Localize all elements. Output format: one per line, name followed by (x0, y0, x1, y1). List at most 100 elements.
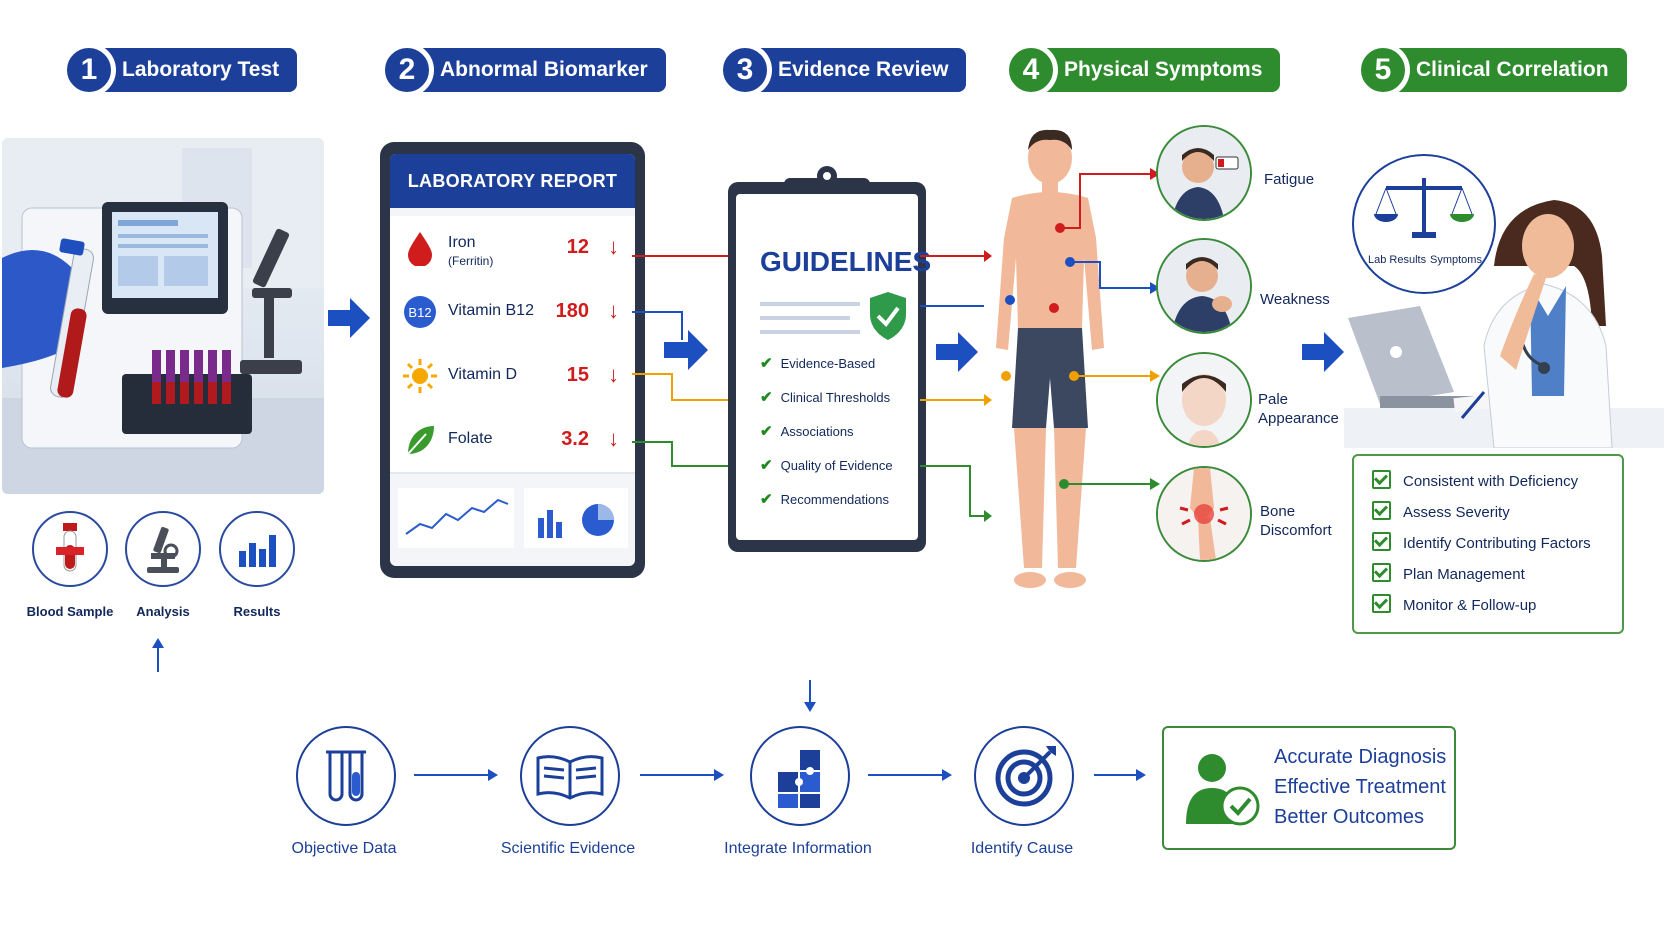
balance-scale-icon (1374, 178, 1474, 238)
biomarker-value: 180 (555, 300, 589, 322)
clinical-check-item: Assess Severity (1372, 501, 1510, 521)
report-row-iron: Iron (Ferritin) 12 ↓ (390, 216, 635, 282)
guideline-item: ✔Associations (760, 423, 854, 440)
down-arrow-icon: ↓ (608, 426, 619, 451)
caption-results: Results (233, 604, 281, 619)
biomarker-value: 12 (566, 236, 589, 258)
down-arrow-icon: ↓ (608, 234, 619, 259)
thought-bubble: Lab Results Symptoms (1352, 154, 1496, 294)
step-3-header: 3 Evidence Review (720, 45, 967, 95)
biomarker-sub: (Ferritin) (448, 254, 494, 268)
bone-joint-icon (1156, 466, 1252, 562)
b12-icon: B12 (404, 296, 436, 328)
flow-arrow-icon (328, 298, 370, 338)
human-body-illustration (996, 129, 1104, 588)
step-number: 1 (64, 45, 114, 95)
flow-arrow-icon (664, 330, 708, 370)
step-1-header: 1 Laboratory Test (64, 45, 298, 95)
outcome-line: Better Outcomes (1274, 806, 1425, 828)
step-number: 5 (1358, 45, 1408, 95)
report-row-b12: B12 Vitamin B12 180 ↓ (390, 280, 635, 346)
leaf-icon (407, 426, 434, 455)
step-label: Clinical Correlation (1388, 48, 1627, 92)
step-label: Physical Symptoms (1036, 48, 1281, 92)
puzzle-pieces-icon (750, 726, 850, 826)
guidelines-title: GUIDELINES (760, 246, 932, 277)
guideline-connector-lines (920, 250, 992, 522)
open-book-icon (520, 726, 620, 826)
checkbox-icon (1372, 470, 1391, 489)
symptom-connector-lines (1064, 168, 1160, 490)
symptom-label-bone-discomfort: Bone Discomfort (1260, 503, 1332, 539)
flow-arrow-icon (1302, 332, 1344, 372)
flow-arrow-icon (936, 332, 978, 372)
pie-chart-icon (524, 488, 628, 548)
checkbox-icon (1372, 501, 1391, 520)
biomarker-connector-lines (632, 255, 736, 467)
biomarker-name: Vitamin B12 (448, 302, 534, 319)
guidelines-clipboard: GUIDELINES ✔Evidence-Based ✔Clinical Thr… (728, 166, 931, 552)
symptom-label-fatigue: Fatigue (1264, 171, 1315, 188)
guideline-item: ✔Clinical Thresholds (760, 389, 891, 406)
flow-label-integrate-information: Integrate Information (724, 840, 872, 857)
guideline-item: ✔Evidence-Based (760, 355, 876, 372)
step-4-header: 4 Physical Symptoms (1006, 45, 1281, 95)
flow-arrow-icon (414, 769, 498, 781)
report-row-folate: Folate 3.2 ↓ (390, 408, 635, 474)
caption-analysis: Analysis (136, 604, 190, 619)
biomarker-name: Iron (448, 234, 476, 251)
report-title: LABORATORY REPORT (390, 154, 635, 208)
down-arrow-icon: ↓ (608, 362, 619, 387)
symptom-label-weakness: Weakness (1260, 291, 1330, 308)
checkbox-icon (1372, 594, 1391, 613)
microscope-icon (125, 511, 201, 587)
step-label: Laboratory Test (94, 48, 298, 92)
biomarker-name: Folate (448, 430, 493, 447)
flow-arrow-icon (640, 769, 724, 781)
blood-tube-icon (32, 511, 108, 587)
lab-analyzer-illustration (2, 138, 324, 494)
patient-check-icon (1186, 754, 1260, 826)
biomarker-name: Vitamin D (448, 366, 518, 383)
flow-label-scientific-evidence: Scientific Evidence (500, 840, 636, 857)
guideline-item: ✔Quality of Evidence (760, 457, 893, 474)
bar-chart-icon (219, 511, 295, 587)
flow-arrow-icon (868, 769, 952, 781)
step-label: Abnormal Biomarker (412, 48, 666, 92)
flow-arrow-icon (1094, 769, 1146, 781)
outcomes-box: Accurate Diagnosis Effective Treatment B… (1162, 726, 1456, 850)
svg-text:B12: B12 (408, 305, 431, 320)
lab-report-tablet: LABORATORY REPORT Iron (Ferritin) 12 ↓ B… (380, 142, 645, 578)
line-chart-icon (398, 488, 514, 548)
outcome-line: Effective Treatment (1274, 776, 1446, 798)
biomarker-value: 15 (566, 364, 589, 386)
step-label: Evidence Review (750, 48, 967, 92)
checkbox-icon (1372, 563, 1391, 582)
step-number: 2 (382, 45, 432, 95)
checkbox-icon (1372, 532, 1391, 551)
bubble-symptoms: Symptoms (1430, 254, 1482, 266)
blood-drop-icon (408, 232, 432, 266)
guidelines-paper: GUIDELINES ✔Evidence-Based ✔Clinical Thr… (736, 194, 931, 540)
clinician-illustration (1344, 200, 1664, 448)
lab-report-screen: LABORATORY REPORT Iron (Ferritin) 12 ↓ B… (390, 154, 635, 566)
symptom-label-pale-appearance: Pale Appearance (1258, 391, 1339, 427)
step-5-header: 5 Clinical Correlation (1358, 45, 1627, 95)
shield-check-icon (760, 292, 906, 340)
flow-label-identify-cause: Identify Cause (970, 840, 1074, 857)
weakness-avatar-icon (1156, 238, 1252, 334)
clinical-check-item: Plan Management (1372, 563, 1525, 583)
pale-face-avatar-icon (1156, 352, 1252, 448)
target-icon (974, 726, 1074, 826)
flow-label-objective-data: Objective Data (291, 840, 397, 857)
step-number: 4 (1006, 45, 1056, 95)
clinical-check-item: Identify Contributing Factors (1372, 532, 1591, 552)
down-arrow-icon: ↓ (608, 298, 619, 323)
step-2-header: 2 Abnormal Biomarker (382, 45, 666, 95)
caption-blood-sample: Blood Sample (26, 604, 114, 619)
bubble-lab-results: Lab Results (1368, 254, 1427, 266)
report-row-vitamin-d: Vitamin D 15 ↓ (390, 344, 635, 410)
biomarker-value: 3.2 (561, 428, 589, 450)
outcome-line: Accurate Diagnosis (1274, 746, 1447, 768)
clinical-check-item: Monitor & Follow-up (1372, 594, 1536, 614)
